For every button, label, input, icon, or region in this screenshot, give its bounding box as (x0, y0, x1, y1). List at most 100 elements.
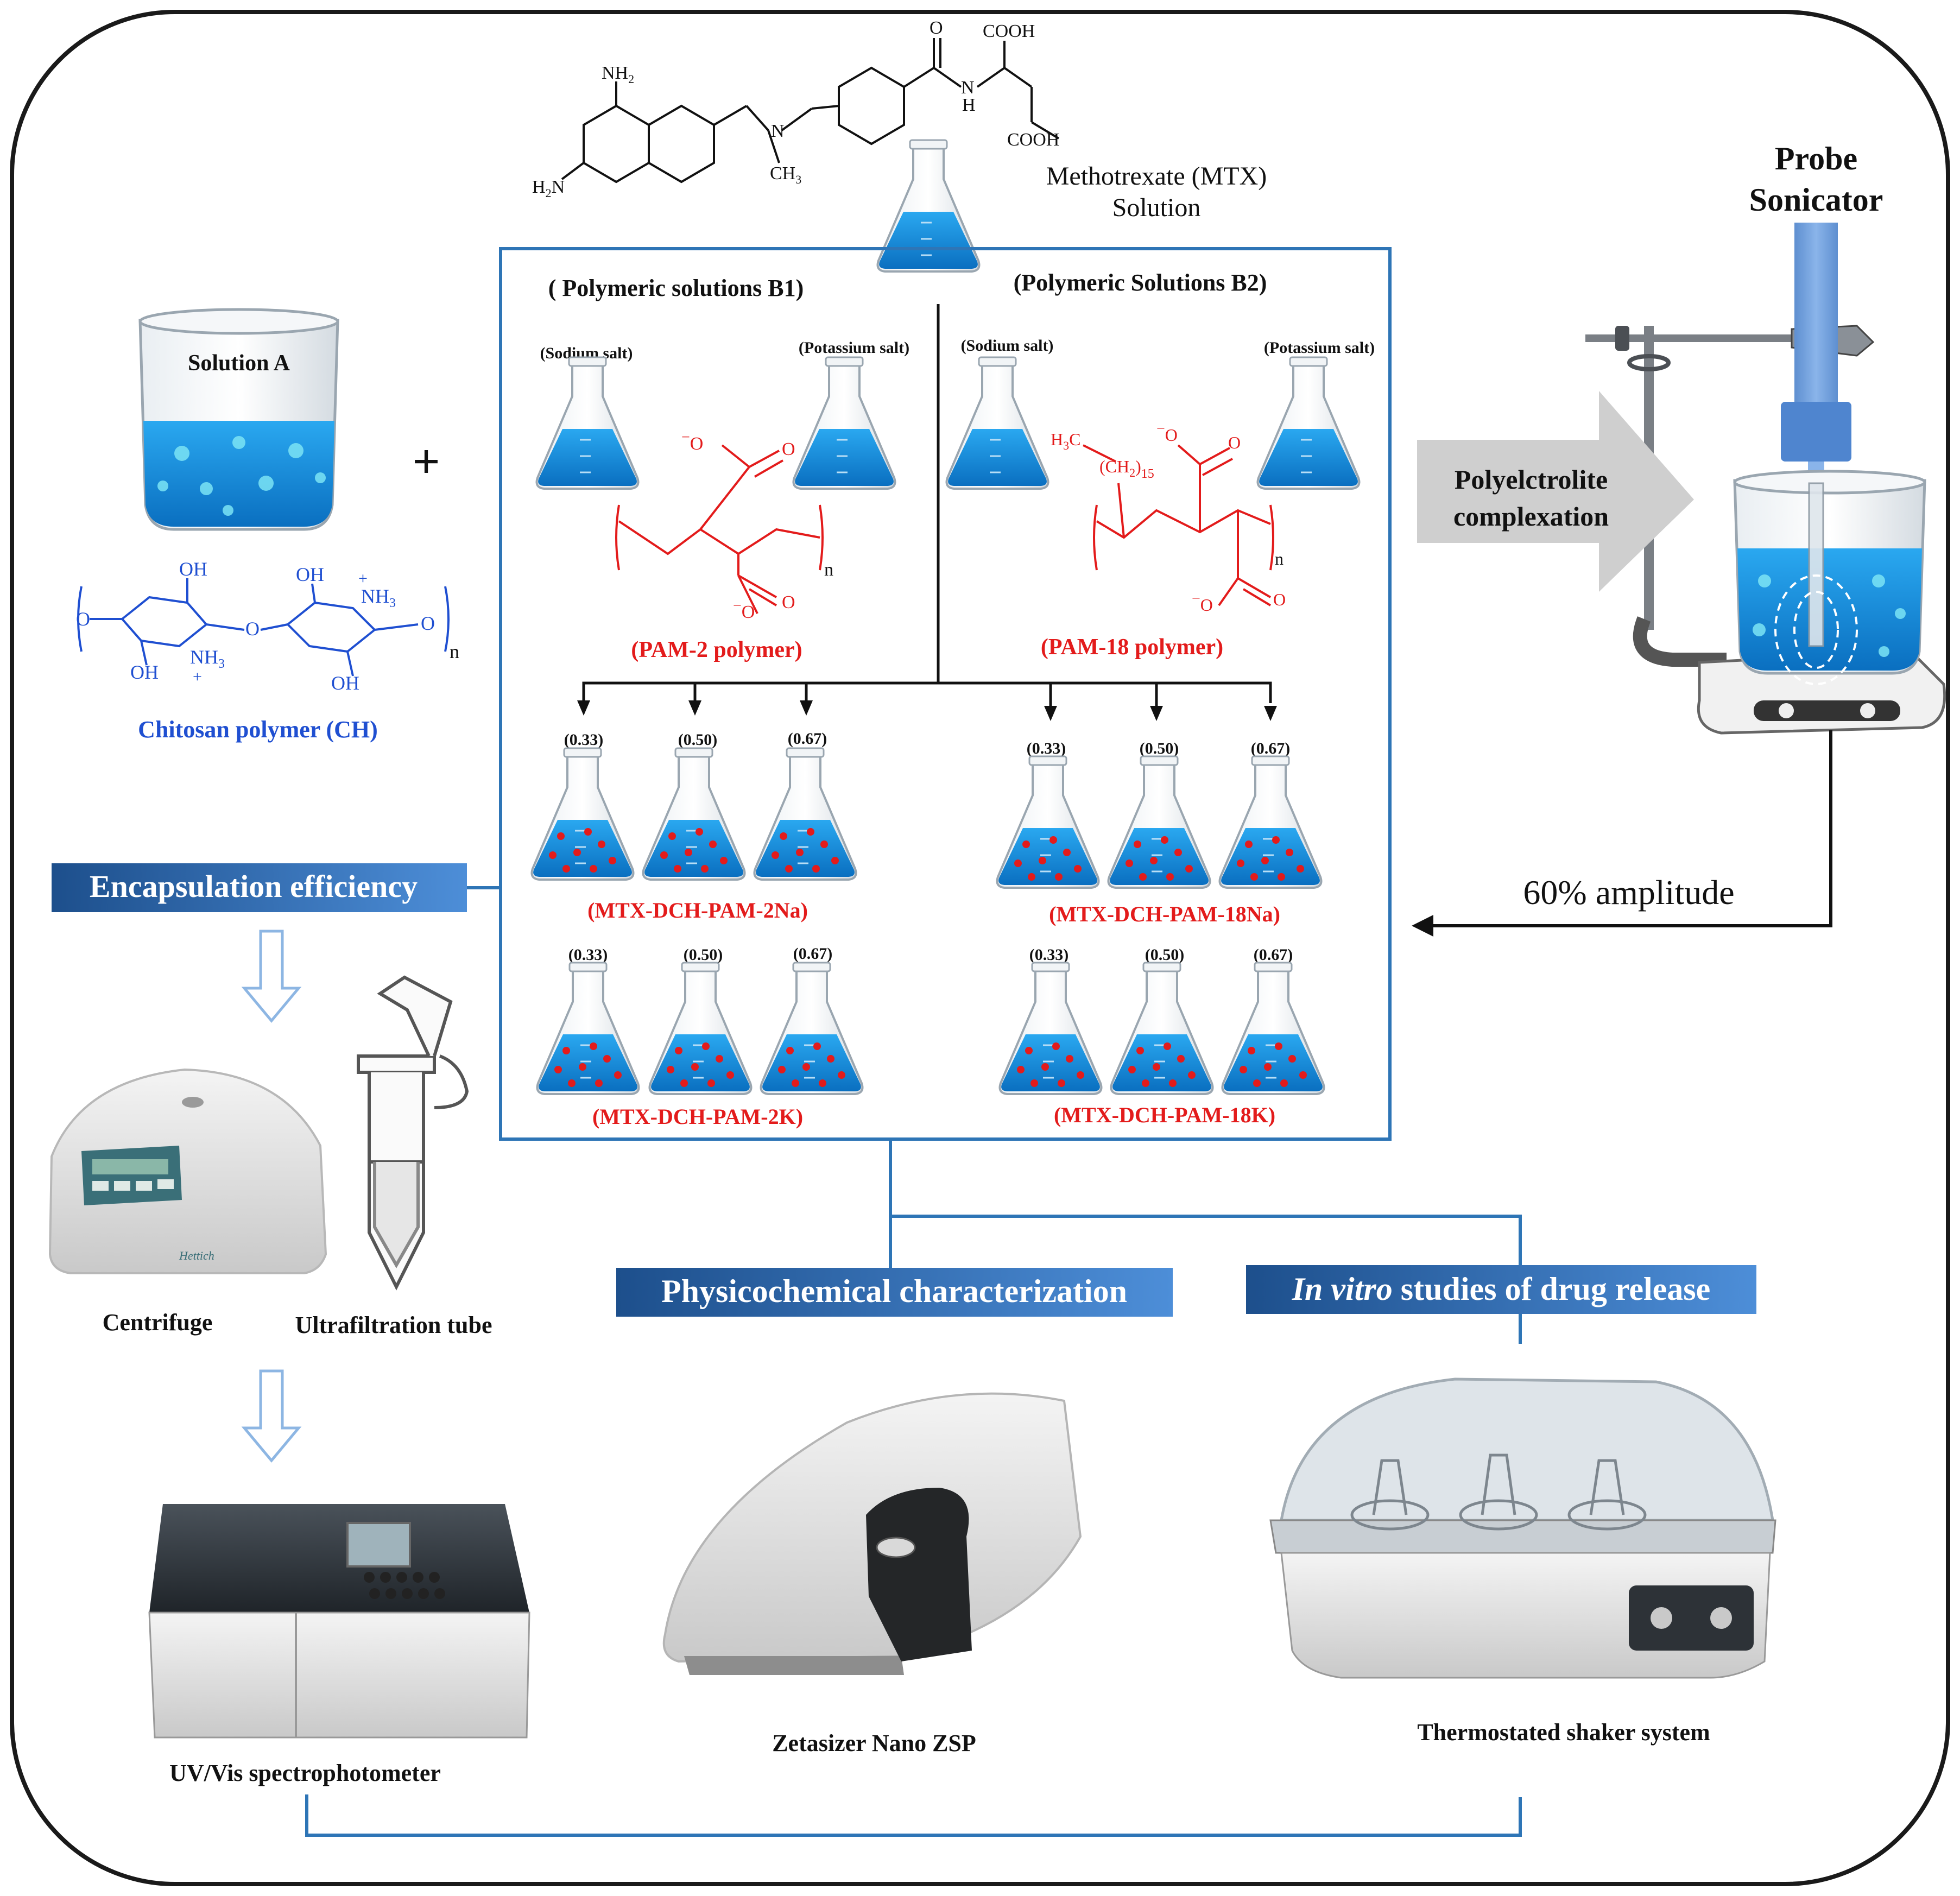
amplitude-return-line (1425, 730, 1832, 927)
release-banner-label: In vitro studies of drug release (1292, 1271, 1711, 1307)
pam2-n: n (824, 560, 833, 580)
chitosan-o-right: O (421, 612, 435, 634)
ratio-right-1: (0.33) (1027, 740, 1066, 757)
chitosan-oh-4: OH (331, 672, 359, 694)
b2-potassium-flask-icon (1256, 356, 1361, 490)
physchem-banner-label: Physicochemical characterization (661, 1273, 1127, 1309)
plus-sign: + (412, 435, 440, 489)
encapsulation-banner-label: Encapsulation efficiency (90, 869, 418, 904)
ratio-right-3: (0.67) (1251, 740, 1290, 757)
shaker-image (1269, 1377, 1776, 1679)
ratio-left2-3: (0.67) (793, 945, 832, 963)
physchem-banner (616, 1268, 1173, 1317)
chitosan-oh-1: OH (179, 558, 207, 580)
pam2k-label: (MTX-DCH-PAM-2K) (592, 1104, 803, 1129)
chitosan-nh3-a: NH3 (190, 646, 225, 671)
ultrafiltration-tube-image (357, 975, 469, 1291)
ratio-left-1: (0.33) (564, 731, 603, 749)
pam2-o-bottom: O (782, 592, 795, 612)
pam18na-flask-2 (1109, 756, 1210, 888)
sonicator-title-2: Sonicator (1749, 182, 1883, 218)
b2-sodium-label: (Sodium salt) (961, 337, 1054, 355)
chitosan-nh3-b: NH3 (361, 585, 396, 610)
mtx-h2n-label: H2N (532, 177, 565, 200)
pam18-o-top: O (1228, 433, 1241, 452)
b2-sodium-flask-icon (945, 356, 1049, 490)
amplitude-label: 60% amplitude (1523, 873, 1734, 912)
chitosan-oh-3: OH (296, 564, 324, 585)
release-banner (1246, 1265, 1756, 1314)
mtx-ch3-label: CH3 (770, 163, 801, 186)
pam18-o-bottom: O (1273, 590, 1286, 609)
pam2na-flask-1 (532, 748, 634, 880)
pam18-h3c: H3C (1051, 429, 1080, 452)
pam18k-flask-3 (1223, 963, 1324, 1094)
zetasizer-label: Zetasizer Nano ZSP (772, 1730, 976, 1756)
pam18-ch2: (CH2)15 (1099, 457, 1154, 481)
ratio-right2-3: (0.67) (1254, 946, 1293, 964)
centrifuge-label: Centrifuge (103, 1309, 213, 1336)
centrifuge-image: Hettich (48, 1068, 327, 1274)
ratio-left2-1: (0.33) (568, 946, 608, 964)
mtx-h-label: H (962, 95, 976, 115)
b1-potassium-label: (Potassium salt) (799, 339, 909, 357)
pam2k-flask-1 (538, 963, 639, 1094)
pam2-structure (615, 444, 824, 614)
mtx-cooh-side-label: COOH (1007, 130, 1059, 150)
mtx-flask-icon (876, 139, 981, 273)
pam2-o-minus-top: −O (681, 429, 703, 454)
zetasizer-image (662, 1392, 1082, 1675)
pam2-o-top: O (782, 439, 795, 459)
distribution-arrows (582, 681, 1272, 711)
mtx-n-methyl-label: N (771, 121, 785, 141)
pam2na-flask-2 (643, 748, 745, 880)
chitosan-oh-2: OH (130, 661, 159, 683)
pam2na-label: (MTX-DCH-PAM-2Na) (587, 898, 808, 922)
b2-title: (Polymeric Solutions B2) (1014, 269, 1267, 296)
pam18na-flask-3 (1220, 756, 1322, 888)
pam18k-label: (MTX-DCH-PAM-18K) (1054, 1103, 1275, 1127)
pam18k-flask-1 (1000, 963, 1102, 1094)
formulation-box (499, 247, 1392, 1141)
methotrexate-structure (561, 38, 1060, 184)
chitosan-n: n (450, 641, 459, 662)
b1-title: ( Polymeric solutions B1) (548, 275, 804, 301)
pam18na-label: (MTX-DCH-PAM-18Na) (1049, 902, 1280, 926)
pam18k-flask-2 (1111, 963, 1213, 1094)
b1-sodium-flask-icon (535, 356, 640, 490)
solution-a-beaker (138, 308, 339, 531)
ratio-right2-2: (0.50) (1145, 946, 1184, 964)
complexation-label-1: Polyelctrolite (1455, 464, 1608, 495)
ratio-left-3: (0.67) (788, 730, 827, 748)
chitosan-label: Chitosan polymer (CH) (138, 716, 378, 743)
ratio-left2-2: (0.50) (684, 946, 723, 964)
uvvis-image (148, 1504, 530, 1739)
uvvis-label: UV/Vis spectrophotometer (169, 1760, 441, 1786)
pam2k-flask-2 (650, 963, 751, 1094)
pam18-structure (1083, 444, 1274, 606)
chitosan-plus-1: + (193, 668, 202, 686)
ultrafiltration-label: Ultrafiltration tube (295, 1312, 492, 1338)
mtx-label-line1: Methotrexate (MTX) (1046, 162, 1267, 191)
encapsulation-down-arrow-1 (241, 930, 302, 1023)
ratio-left-2: (0.50) (678, 731, 717, 749)
outer-frame (10, 10, 1950, 1886)
pam2-polymer-label: (PAM-2 polymer) (631, 637, 802, 662)
pam18na-flask-1 (997, 756, 1099, 888)
sonicator-title-1: Probe (1775, 141, 1857, 176)
pam2k-flask-3 (761, 963, 863, 1094)
b1-potassium-flask-icon (792, 356, 896, 490)
amplitude-arrow-head (1412, 915, 1433, 937)
mtx-nh-label: N (961, 78, 975, 98)
mtx-o-carbonyl-label: O (930, 18, 943, 38)
complexation-arrow (1417, 391, 1694, 592)
chitosan-structure (77, 578, 450, 677)
ratio-right-2: (0.50) (1140, 740, 1179, 757)
mtx-cooh-top-label: COOH (983, 21, 1035, 41)
svg-text:Hettich: Hettich (179, 1249, 214, 1262)
b2-potassium-label: (Potassium salt) (1264, 339, 1375, 357)
pam2na-flask-3 (755, 748, 856, 880)
sonicator-apparatus (1585, 223, 1946, 735)
solution-a-label: Solution A (188, 351, 290, 376)
